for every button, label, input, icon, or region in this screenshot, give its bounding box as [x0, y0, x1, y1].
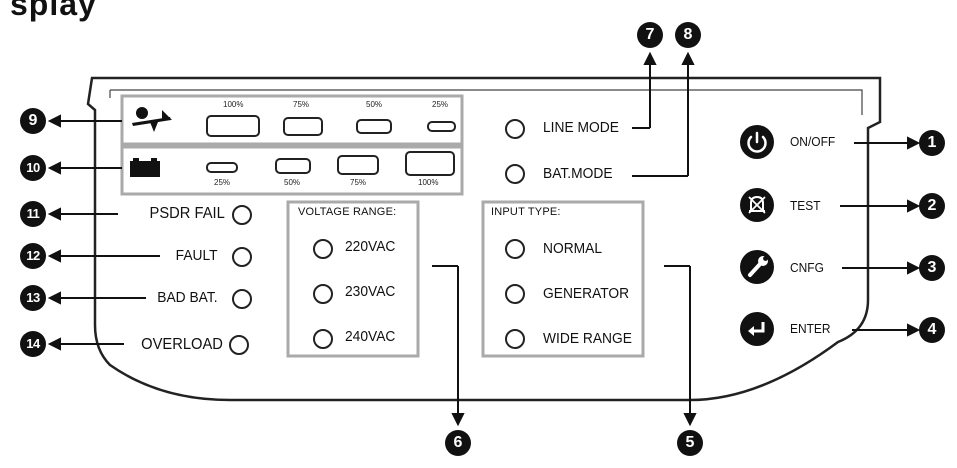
bad-bat-label: BAD BAT.: [157, 289, 218, 306]
on-off-label: ON/OFF: [790, 134, 836, 149]
callout-11: 11: [20, 201, 46, 227]
load-label: 75%: [293, 100, 310, 109]
load-segment: [206, 115, 260, 137]
input-wide-range-led: [505, 329, 525, 349]
test-label: TEST: [790, 198, 821, 213]
bad-bat-led: [232, 289, 252, 309]
power-icon: [747, 131, 767, 153]
input-generator-led: [505, 284, 525, 304]
battery-segment: [206, 162, 238, 173]
input-normal-led: [505, 239, 525, 259]
voltage-240-label: 240VAC: [345, 328, 396, 345]
enter-label: ENTER: [790, 321, 831, 336]
battery-icon: [130, 158, 160, 177]
load-icon: [132, 107, 172, 132]
input-normal-label: NORMAL: [543, 240, 603, 257]
callout-12: 12: [20, 243, 46, 269]
voltage-240-led: [313, 329, 333, 349]
battery-label: 50%: [284, 178, 301, 187]
voltage-220-label: 220VAC: [345, 238, 396, 255]
load-label: 50%: [366, 100, 383, 109]
psdr-fail-led: [232, 205, 252, 225]
voltage-230-led: [313, 284, 333, 304]
bell-icon: [748, 195, 766, 214]
on-off-button[interactable]: [740, 125, 774, 159]
callout-7: 7: [637, 22, 663, 48]
load-segment: [427, 121, 456, 132]
cnfg-button[interactable]: [740, 250, 774, 284]
cnfg-label: CNFG: [790, 260, 824, 275]
battery-label: 25%: [214, 178, 231, 187]
fault-led: [232, 247, 252, 267]
input-type-heading: INPUT TYPE:: [491, 206, 561, 218]
wrench-icon: [748, 256, 768, 277]
bat-mode-label: BAT.MODE: [543, 165, 613, 182]
overload-label: OVERLOAD: [141, 336, 223, 353]
battery-label: 75%: [350, 178, 367, 187]
line-mode-label: LINE MODE: [543, 119, 619, 136]
fault-label: FAULT: [176, 247, 218, 264]
battery-label: 100%: [418, 178, 439, 187]
callout-9: 9: [20, 108, 46, 134]
load-segment: [356, 119, 392, 134]
callout-8: 8: [675, 22, 701, 48]
battery-segment: [405, 151, 455, 176]
psdr-fail-label: PSDR FAIL: [149, 205, 225, 222]
title-fragment: splay: [10, 0, 97, 22]
enter-icon: [748, 322, 765, 336]
callout-10: 10: [20, 155, 46, 181]
callout-14: 14: [20, 331, 46, 357]
callout-2: 2: [919, 193, 945, 219]
voltage-220-led: [313, 239, 333, 259]
callout-6: 6: [445, 430, 471, 456]
voltage-range-heading: VOLTAGE RANGE:: [298, 206, 397, 218]
input-wide-range-label: WIDE RANGE: [543, 330, 632, 347]
load-label: 100%: [223, 100, 244, 109]
overload-led: [229, 335, 249, 355]
test-button[interactable]: [740, 188, 774, 222]
callout-4: 4: [919, 317, 945, 343]
input-generator-label: GENERATOR: [543, 285, 630, 302]
load-segment: [283, 117, 323, 136]
callout-5: 5: [677, 430, 703, 456]
load-label: 25%: [432, 100, 449, 109]
bat-mode-led: [505, 164, 525, 184]
battery-segment: [337, 155, 379, 175]
voltage-230-label: 230VAC: [345, 283, 396, 300]
callout-3: 3: [919, 255, 945, 281]
callout-1: 1: [919, 130, 945, 156]
line-mode-led: [505, 119, 525, 139]
enter-button[interactable]: [740, 312, 774, 346]
battery-segment: [275, 158, 311, 174]
callout-13: 13: [20, 285, 46, 311]
